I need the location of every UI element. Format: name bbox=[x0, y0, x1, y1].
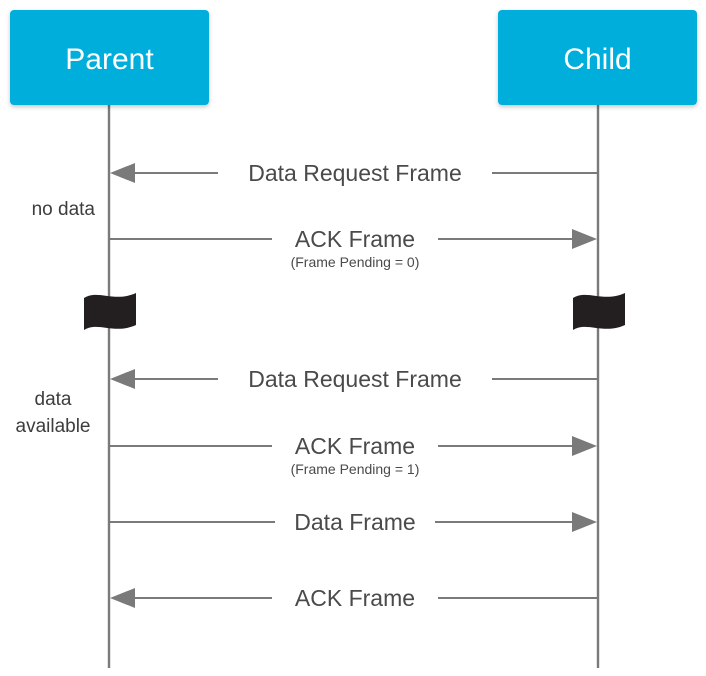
actor-parent-label: Parent bbox=[65, 43, 154, 76]
message-ack-frame-1[interactable]: ACK Frame (Frame Pending = 0) bbox=[109, 226, 597, 270]
message-label: ACK Frame bbox=[295, 585, 415, 611]
arrowhead-left-icon bbox=[110, 369, 135, 389]
note-data-available-line-2: available bbox=[16, 416, 91, 437]
message-ack-frame-3[interactable]: ACK Frame bbox=[110, 585, 598, 611]
arrowhead-right-icon bbox=[572, 512, 597, 532]
actor-child[interactable]: Child bbox=[498, 10, 697, 105]
note-data-available-line-1: data bbox=[35, 389, 72, 410]
message-label: Data Request Frame bbox=[248, 366, 461, 392]
message-data-request-frame-1[interactable]: Data Request Frame bbox=[110, 160, 598, 186]
arrowhead-right-icon bbox=[572, 436, 597, 456]
message-label: ACK Frame bbox=[295, 226, 415, 252]
note-no-data: no data bbox=[32, 199, 96, 220]
message-label: Data Frame bbox=[294, 509, 415, 535]
note-no-data-line-1: no data bbox=[32, 199, 96, 220]
message-data-frame[interactable]: Data Frame bbox=[109, 509, 597, 535]
message-sublabel: (Frame Pending = 0) bbox=[291, 254, 420, 270]
actor-parent[interactable]: Parent bbox=[10, 10, 209, 105]
actor-child-label: Child bbox=[563, 43, 631, 76]
actor-parent-box bbox=[10, 10, 209, 105]
break-marker-parent bbox=[84, 293, 136, 330]
time-break-flag-icon bbox=[84, 293, 136, 330]
message-data-request-frame-2[interactable]: Data Request Frame bbox=[110, 366, 598, 392]
actor-child-box bbox=[498, 10, 697, 105]
message-sublabel: (Frame Pending = 1) bbox=[291, 461, 420, 477]
break-marker-child bbox=[573, 293, 625, 330]
time-break-flag-icon bbox=[573, 293, 625, 330]
arrowhead-right-icon bbox=[572, 229, 597, 249]
arrowhead-left-icon bbox=[110, 588, 135, 608]
note-data-available: data available bbox=[16, 389, 91, 437]
message-label: ACK Frame bbox=[295, 433, 415, 459]
message-label: Data Request Frame bbox=[248, 160, 461, 186]
arrowhead-left-icon bbox=[110, 163, 135, 183]
message-ack-frame-2[interactable]: ACK Frame (Frame Pending = 1) bbox=[109, 433, 597, 477]
